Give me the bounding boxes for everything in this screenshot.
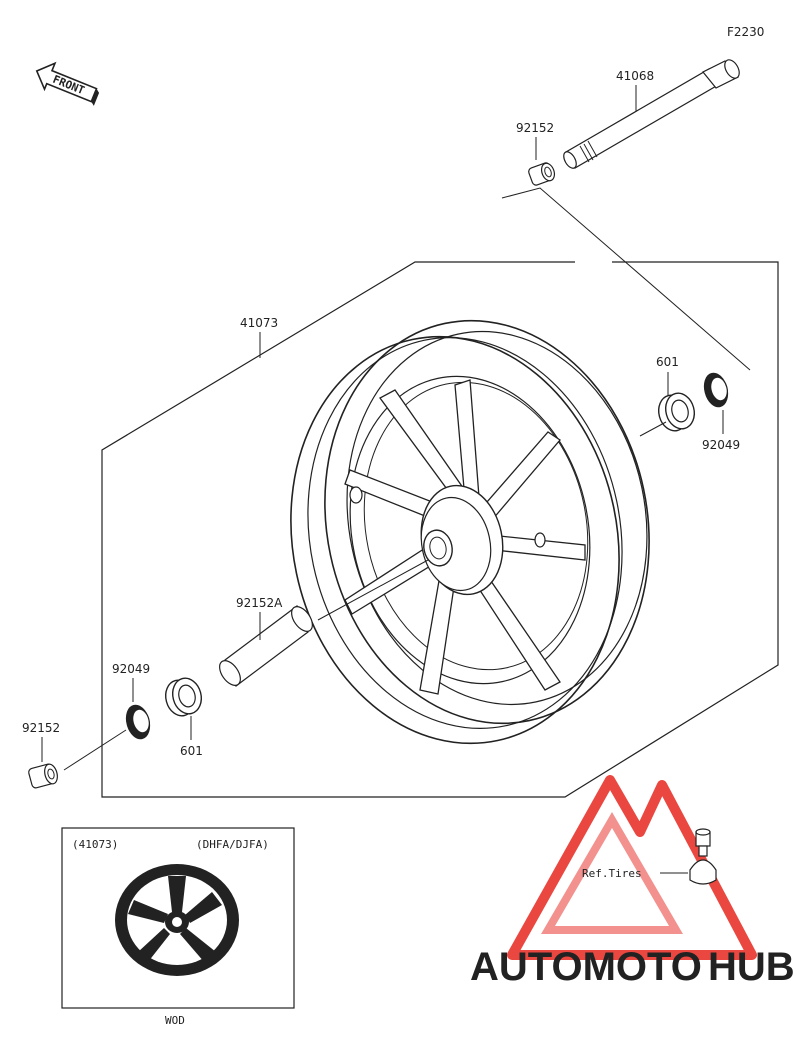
axle [563,59,740,169]
front-label: FRONT [51,73,87,98]
wheel-frame [101,261,779,798]
label-bearing-right: 601 [656,355,679,369]
inset-caption: WOD [165,1014,185,1027]
label-collar-left: 92152 [22,721,60,735]
spacer [219,605,313,687]
inset-wheel [115,864,239,976]
valve-stem [689,828,717,885]
collar-left [28,763,58,789]
seal-left [125,704,151,740]
watermark-text-part2: HUB [708,945,795,989]
bearing-right [657,392,696,432]
label-spacer: 92152A [236,596,283,610]
label-wheel: 41073 [240,316,278,330]
label-seal-left: 92049 [112,662,150,676]
inset-part-ref: (41073) [72,838,118,851]
watermark-text-part1: AUTOMOTO [470,945,702,989]
seal-right [703,372,729,408]
ref-tires-label: Ref.Tires [582,867,642,880]
front-wheel [290,319,650,745]
inset-variant: (DHFA/DJFA) [196,838,269,851]
bearing-left [164,677,203,717]
label-bearing-left: 601 [180,744,203,758]
watermark-logo [507,775,757,960]
label-axle: 41068 [616,69,654,83]
label-collar-top: 92152 [516,121,554,135]
front-arrow-icon [35,61,100,106]
diagram-code: F2230 [727,25,764,39]
label-seal-right: 92049 [702,438,740,452]
collar-top [528,162,556,186]
